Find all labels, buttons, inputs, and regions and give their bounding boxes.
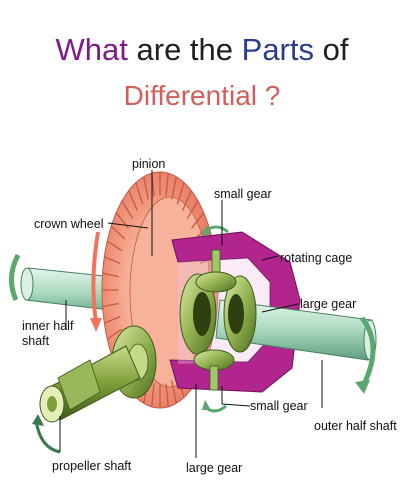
propeller-rotation-arrow	[32, 414, 61, 454]
label-small-gear-top: small gear	[214, 187, 272, 201]
crown-tooth	[121, 200, 134, 219]
crown-tooth	[176, 182, 185, 205]
crown-tooth	[110, 225, 126, 240]
label-rotating-cage: rotating cage	[280, 251, 352, 265]
label-large-gear-bottom: large gear	[186, 461, 242, 475]
crown-tooth	[186, 200, 199, 219]
crown-tooth	[102, 272, 119, 278]
title-word-what: What	[55, 32, 128, 67]
crown-tooth	[135, 182, 144, 205]
label-small-gear-bottom: small gear	[250, 399, 308, 413]
small-gear-top	[195, 249, 237, 293]
crown-rotation-arrow	[90, 231, 102, 332]
page-title: What are the Parts of	[0, 30, 404, 70]
crown-tooth	[171, 380, 177, 404]
label-large-gear-right: large gear	[300, 297, 356, 311]
crown-tooth	[191, 212, 205, 229]
left-rotation-arrow	[9, 253, 21, 302]
crown-tooth	[181, 190, 192, 211]
crown-tooth	[104, 315, 121, 324]
small-gear-bottom	[193, 349, 235, 391]
label-crown-wheel: crown wheel	[34, 217, 103, 231]
crown-tooth	[106, 240, 123, 252]
crown-tooth	[102, 302, 119, 308]
large-gear-right	[223, 275, 257, 353]
right-rotation-arrow	[355, 316, 376, 394]
crown-tooth	[165, 383, 169, 407]
title-word-parts: Parts	[241, 32, 314, 67]
bottom-rotation-arrow	[202, 400, 227, 413]
large-gear-left	[179, 273, 217, 355]
label-outer-half-shaft: outer half shaft	[314, 419, 397, 433]
crown-tooth	[143, 176, 149, 200]
label-inner-half-shaft-line1: inner half	[22, 319, 74, 333]
crown-tooth	[106, 328, 123, 340]
crown-tooth	[104, 256, 121, 265]
label-inner-half-shaft-line2: shaft	[22, 334, 50, 348]
crown-tooth	[165, 173, 169, 197]
crown-tooth	[128, 190, 139, 211]
propeller-shaft	[39, 345, 141, 423]
title-word-are-the: are the	[136, 32, 234, 67]
top-rotation-arrow	[202, 225, 229, 236]
label-pinion: pinion	[132, 157, 165, 171]
crown-tooth	[171, 176, 177, 200]
label-propeller-shaft: propeller shaft	[52, 459, 132, 473]
title-word-of: of	[322, 32, 349, 67]
crown-tooth	[151, 383, 155, 407]
leader-lines	[59, 170, 323, 458]
page-subtitle: Differential ?	[123, 80, 281, 111]
